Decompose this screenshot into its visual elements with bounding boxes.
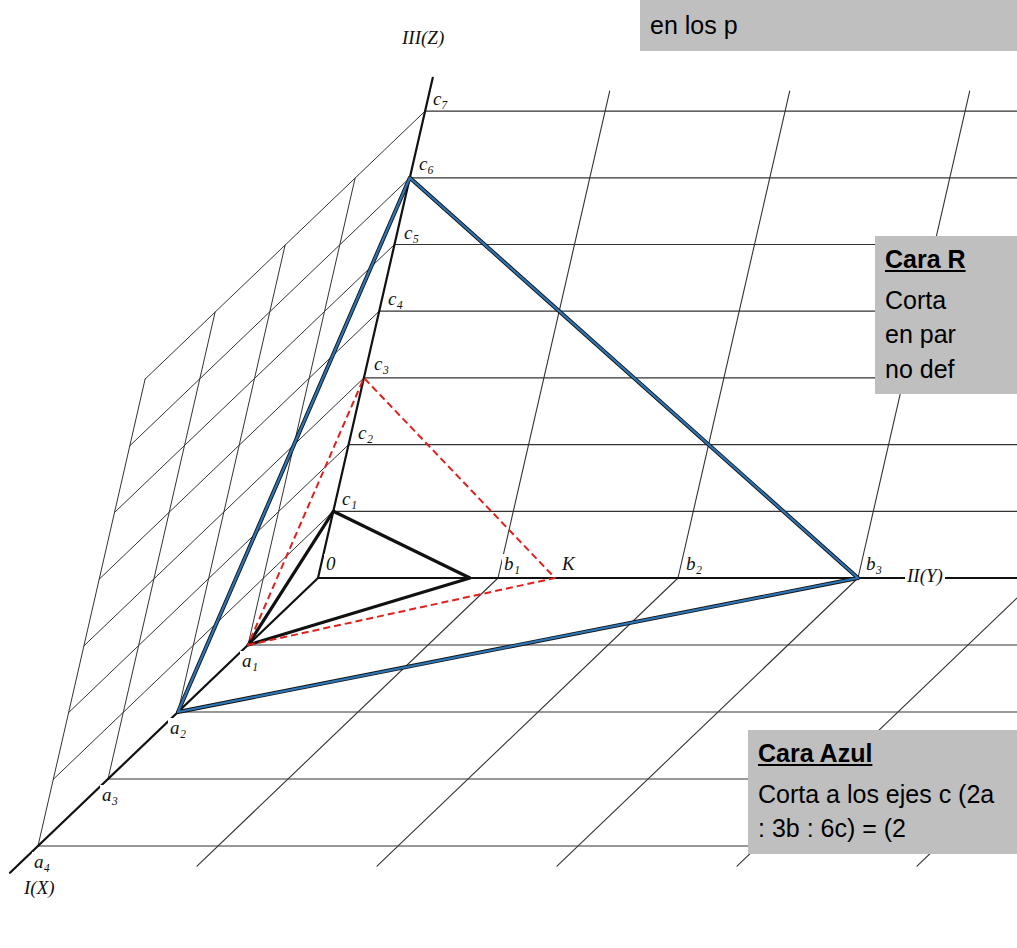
axis-point: b₃ (864, 554, 884, 575)
blue-face-outline (178, 178, 858, 712)
grid-line (333, 511, 1017, 512)
axis-point: b₁ (502, 554, 522, 575)
small-face (248, 511, 470, 645)
note-box: en los p (640, 0, 1017, 51)
axis-point: a₂ (168, 718, 188, 739)
red-face-note: Cara R Corta en par no def (875, 236, 1017, 394)
point-label: K (560, 554, 577, 575)
axis-point: c₇ (431, 89, 450, 110)
axis-point: a₃ (100, 785, 120, 806)
axis-point: c₃ (372, 354, 391, 375)
note-text: Corta en par no def (885, 283, 977, 387)
z-axis (318, 78, 433, 578)
axis-name: I(X) (22, 878, 57, 899)
blue-face (178, 178, 858, 712)
axis-name: II(Y) (905, 566, 945, 587)
blue-face-note: Cara AzulCorta a los ejes c (2a : 3b : 6… (748, 730, 1017, 854)
grid-line (410, 177, 1017, 178)
red-face (248, 378, 555, 645)
axis-point: b₂ (684, 554, 704, 575)
note-text: Corta a los ejes c (2a : 3b : 6c) = (2 (758, 777, 1007, 846)
x-axis (10, 578, 318, 873)
grid-line (498, 91, 610, 578)
grid-line (178, 245, 285, 712)
axis-point: a₄ (32, 852, 52, 873)
note-text: en los p (650, 2, 1007, 43)
axis-name: III(Z) (400, 28, 446, 49)
axis-point: c₅ (402, 223, 421, 244)
axis-point: c₄ (386, 289, 405, 310)
axis-point: c₂ (356, 423, 375, 444)
grid-line (248, 644, 1017, 645)
grid-line (248, 178, 355, 645)
grid-line (425, 110, 1017, 111)
origin-label: 0 (324, 554, 338, 575)
grid-line (38, 379, 145, 846)
note-heading: Cara R (885, 242, 1007, 277)
note-heading: Cara Azul (758, 736, 1007, 771)
axis-point: a₁ (240, 651, 260, 672)
axis-point: c₁ (340, 489, 359, 510)
grid-line (349, 444, 1017, 445)
grid-line (178, 711, 1017, 712)
grid-line (197, 578, 498, 866)
grid-line (737, 578, 1017, 866)
axis-point: c₆ (417, 154, 436, 175)
grid-line (678, 91, 790, 578)
